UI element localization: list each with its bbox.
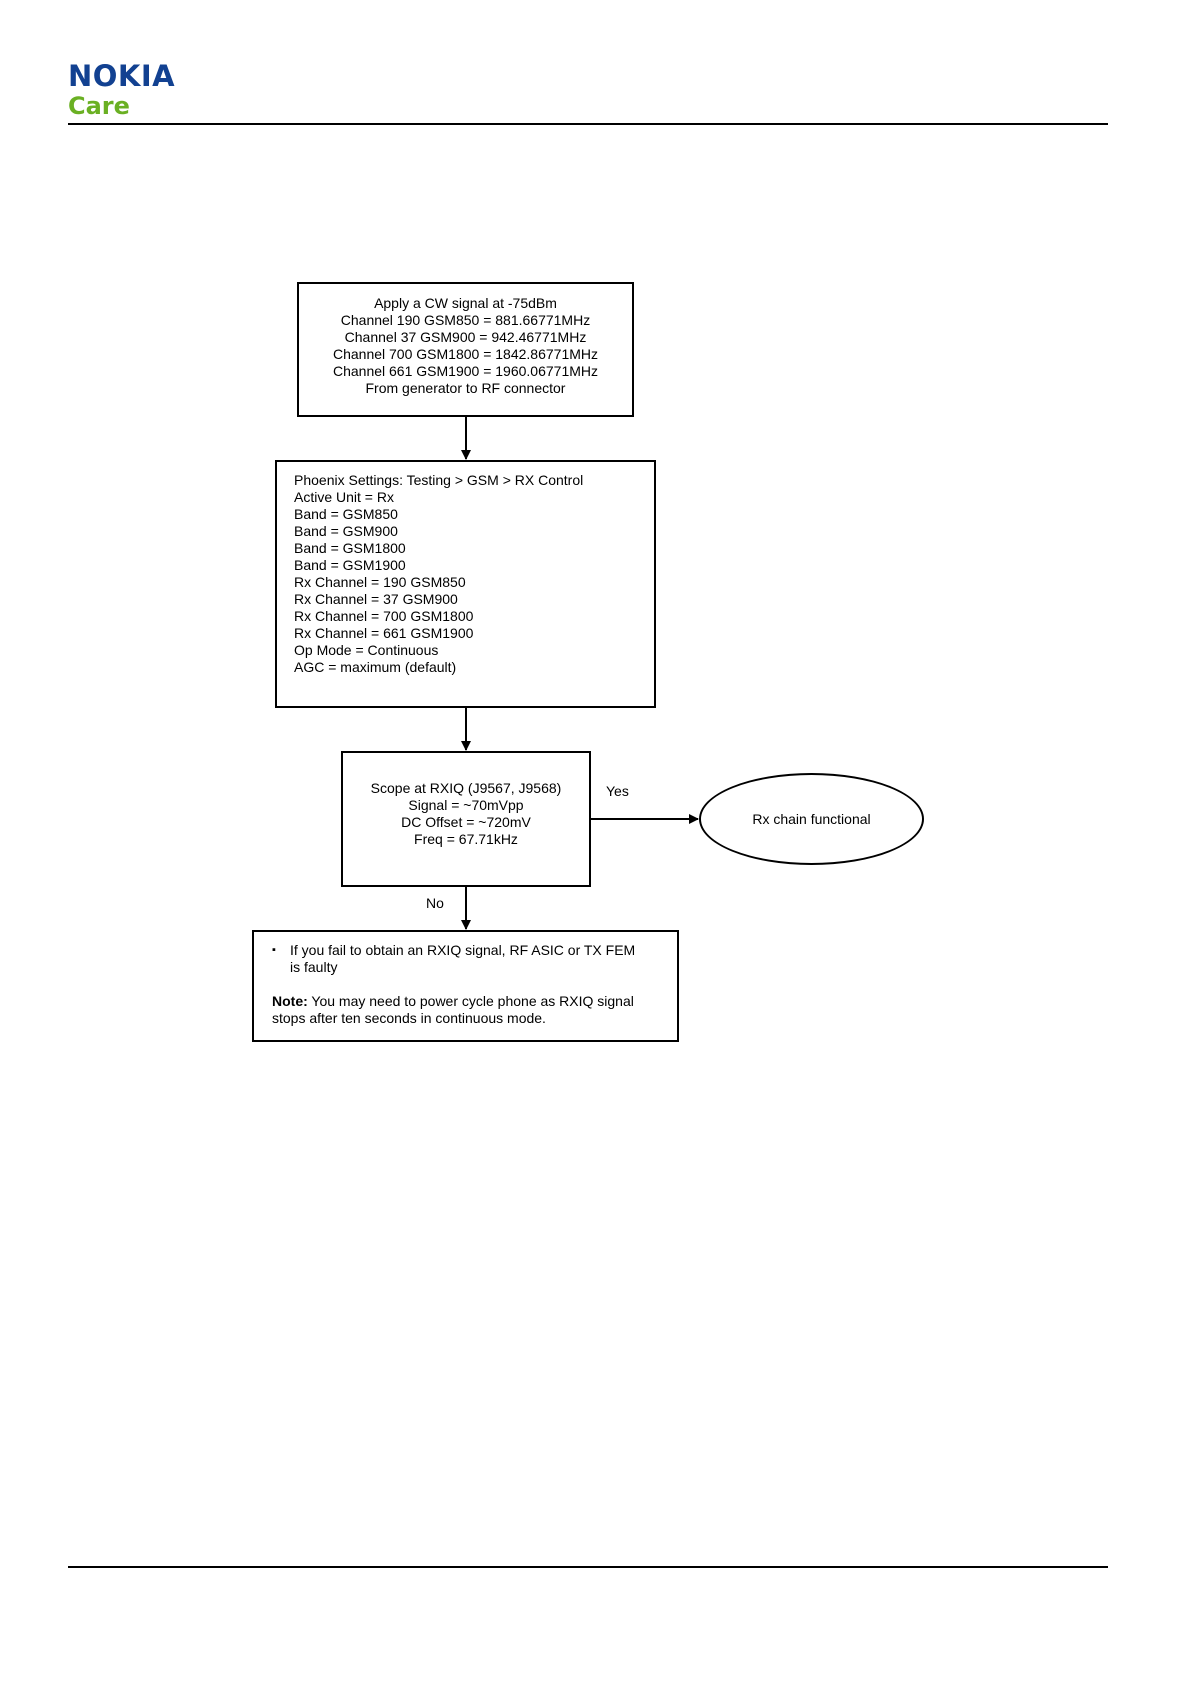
start-line: Apply a CW signal at -75dBm (374, 295, 557, 311)
phoenix-settings-box: Phoenix Settings: Testing > GSM > RX Con… (275, 460, 656, 708)
settings-line: Active Unit = Rx (294, 489, 394, 505)
decision-line: Scope at RXIQ (J9567, J9568) (370, 780, 562, 796)
settings-line: Band = GSM850 (294, 506, 398, 522)
settings-line: Rx Channel = 190 GSM850 (294, 574, 466, 590)
start-line: Channel 190 GSM850 = 881.66771MHz (340, 312, 591, 328)
settings-line: Rx Channel = 661 GSM1900 (294, 625, 474, 641)
note-label: Note: (272, 993, 308, 1009)
fault-bullet-text: If you fail to obtain an RXIQ signal, RF… (290, 942, 636, 958)
settings-line: AGC = maximum (default) (294, 659, 457, 675)
start-line: Channel 700 GSM1800 = 1842.86771MHz (332, 346, 598, 362)
rx-chain-functional-terminal: Rx chain functional (699, 773, 924, 865)
fault-bullet: ▪ If you fail to obtain an RXIQ signal, … (272, 942, 667, 976)
settings-line: Band = GSM1900 (294, 557, 406, 573)
start-line: From generator to RF connector (365, 380, 566, 396)
settings-line: Band = GSM1800 (294, 540, 406, 556)
settings-line: Rx Channel = 700 GSM1800 (294, 608, 474, 624)
note-first-line: Note: You may need to power cycle phone … (272, 993, 667, 1010)
footer-divider (68, 1566, 1108, 1568)
settings-line: Band = GSM900 (294, 523, 398, 539)
scope-check-decision-box: Scope at RXIQ (J9567, J9568) Signal = ~7… (341, 751, 591, 887)
fault-bullet-text: is faulty (290, 959, 338, 975)
fault-result-box: ▪ If you fail to obtain an RXIQ signal, … (252, 930, 679, 1042)
logo-brand-text: NOKIA (68, 59, 176, 93)
settings-line: Rx Channel = 37 GSM900 (294, 591, 458, 607)
note-text: stops after ten seconds in continuous mo… (272, 1010, 546, 1026)
settings-line: Op Mode = Continuous (294, 642, 439, 658)
settings-line: Phoenix Settings: Testing > GSM > RX Con… (294, 472, 584, 488)
logo-sub-text: Care (68, 92, 130, 120)
start-line: Channel 661 GSM1900 = 1960.06771MHz (332, 363, 598, 379)
fault-note: Note: You may need to power cycle phone … (272, 993, 667, 1027)
decision-line: Freq = 67.71kHz (414, 831, 518, 847)
note-text: You may need to power cycle phone as RXI… (307, 993, 634, 1009)
header-divider (68, 123, 1108, 125)
decision-line: Signal = ~70mVpp (408, 797, 524, 813)
nokia-care-logo: NOKIA Care (68, 59, 176, 120)
no-branch-label: No (426, 895, 444, 911)
yes-branch-label: Yes (606, 783, 629, 799)
start-box-apply-signal: Apply a CW signal at -75dBm Channel 190 … (297, 282, 634, 417)
bullet-square-icon: ▪ (272, 944, 276, 956)
decision-line: DC Offset = ~720mV (401, 814, 531, 830)
start-line: Channel 37 GSM900 = 942.46771MHz (344, 329, 587, 345)
terminal-label: Rx chain functional (752, 811, 871, 827)
